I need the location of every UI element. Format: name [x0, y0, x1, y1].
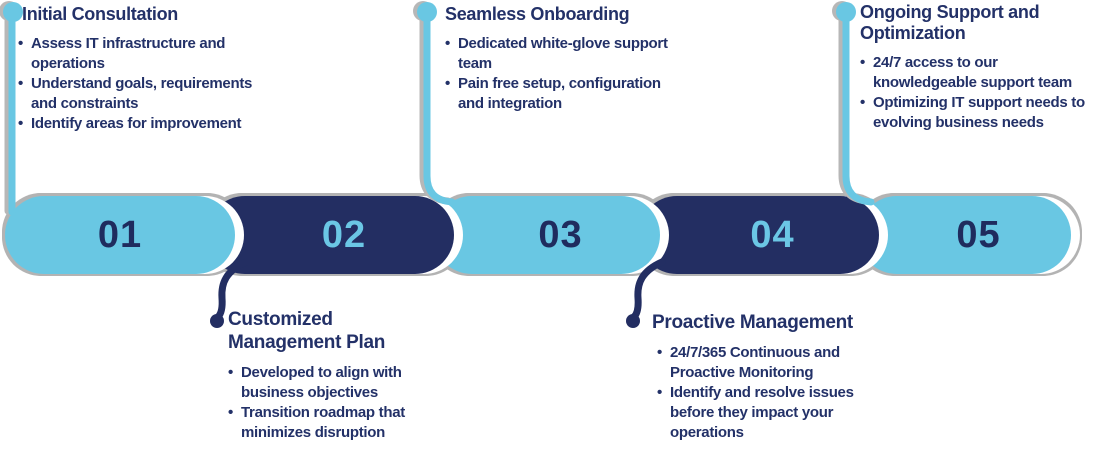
bullet-item: 24/7/365 Continuous and Proactive Monito… [657, 343, 879, 383]
bullet-item: Optimizing IT support needs to evolving … [860, 93, 1087, 133]
bullet-item: Dedicated white-glove support team [445, 34, 682, 74]
step-label-block-03: Seamless Onboarding Dedicated white-glov… [445, 4, 682, 114]
step-title-03: Seamless Onboarding [445, 4, 630, 24]
step-label-block-02: Customized Management Plan Developed to … [228, 308, 430, 443]
step-number-05: 05 [956, 213, 1001, 256]
step-number-04: 04 [750, 213, 795, 256]
step-bullets-02: Developed to align with business objecti… [228, 363, 430, 443]
bullet-item: 24/7 access to our knowledgeable support… [860, 53, 1087, 93]
step-title-04: Proactive Management [652, 312, 853, 333]
step-pill-05: 05 [858, 196, 1071, 274]
step-pill-03: 03 [433, 196, 660, 274]
bullet-item: Pain free setup, configuration and integ… [445, 74, 682, 114]
step-number-03: 03 [538, 213, 583, 256]
step-pill-04: 04 [638, 196, 879, 274]
bullet-item: Assess IT infrastructure and operations [18, 34, 270, 74]
step-number-02: 02 [321, 213, 367, 256]
bullet-item: Understand goals, requirements and const… [18, 74, 270, 114]
step-pill-01: 01 [5, 196, 235, 274]
step-label-block-04: Proactive Management 24/7/365 Continuous… [652, 311, 879, 443]
step-bullets-04: 24/7/365 Continuous and Proactive Monito… [657, 343, 879, 443]
step-pill-02: 02 [206, 196, 454, 274]
step-bullets-01: Assess IT infrastructure and operations … [18, 34, 270, 134]
step-label-block-05: Ongoing Support and Optimization 24/7 ac… [860, 2, 1087, 133]
step-title-05: Ongoing Support and Optimization [860, 2, 1040, 43]
step-bullets-05: 24/7 access to our knowledgeable support… [860, 53, 1087, 133]
step-title-01: Initial Consultation [22, 4, 178, 24]
bullet-item: Transition roadmap that minimizes disrup… [228, 403, 430, 443]
bullet-item: Identify and resolve issues before they … [657, 383, 879, 443]
step-title-02: Customized Management Plan [228, 309, 386, 353]
step-bullets-03: Dedicated white-glove support team Pain … [445, 34, 682, 114]
bullet-item: Identify areas for improvement [18, 114, 270, 134]
step-label-block-01: Initial Consultation Assess IT infrastru… [18, 4, 270, 134]
bullet-item: Developed to align with business objecti… [228, 363, 430, 403]
step-number-01: 01 [97, 213, 143, 256]
